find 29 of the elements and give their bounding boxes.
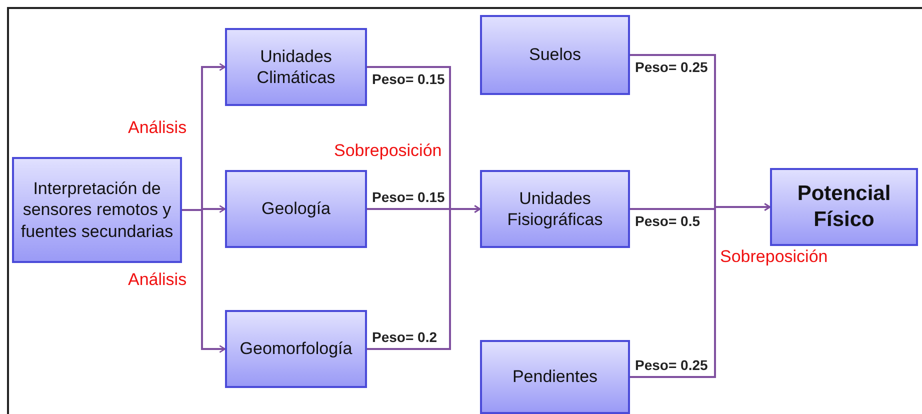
arrow [367,205,481,350]
process-box [480,340,630,414]
annotation-text: Análisis [128,118,187,138]
process-box [770,168,918,246]
process-box [225,170,367,248]
annotation-text: Sobreposición [334,141,442,161]
box-text: Unidades Fisiográficas [506,188,604,230]
edge-label: Peso= 0.25 [634,59,709,75]
edge-label: Peso= 0.15 [371,71,446,87]
process-box [480,170,630,248]
edge-label: Peso= 0.15 [371,189,446,205]
box-text: Geología [262,198,330,220]
edge-label: Peso= 0.5 [634,213,701,229]
box-text: Suelos [529,44,581,66]
annotation-text: Análisis [128,270,187,290]
arrow [630,203,771,378]
edge-label: Peso= 0.25 [634,357,709,373]
edge-label: Peso= 0.2 [371,329,438,345]
annotation-text: Sobreposición [720,247,828,267]
arrow [182,209,226,353]
process-box [225,28,367,106]
box-text: Interpretación de sensores remotos y fuentes secundarias [20,178,174,242]
process-box [480,15,630,95]
box-text: Pendientes [512,366,598,388]
box-text: Geomorfología [240,338,352,360]
process-box [225,310,367,388]
box-text: Unidades Climáticas [256,46,336,88]
process-box [12,157,182,263]
box-text: Potencial Físico [796,180,892,233]
